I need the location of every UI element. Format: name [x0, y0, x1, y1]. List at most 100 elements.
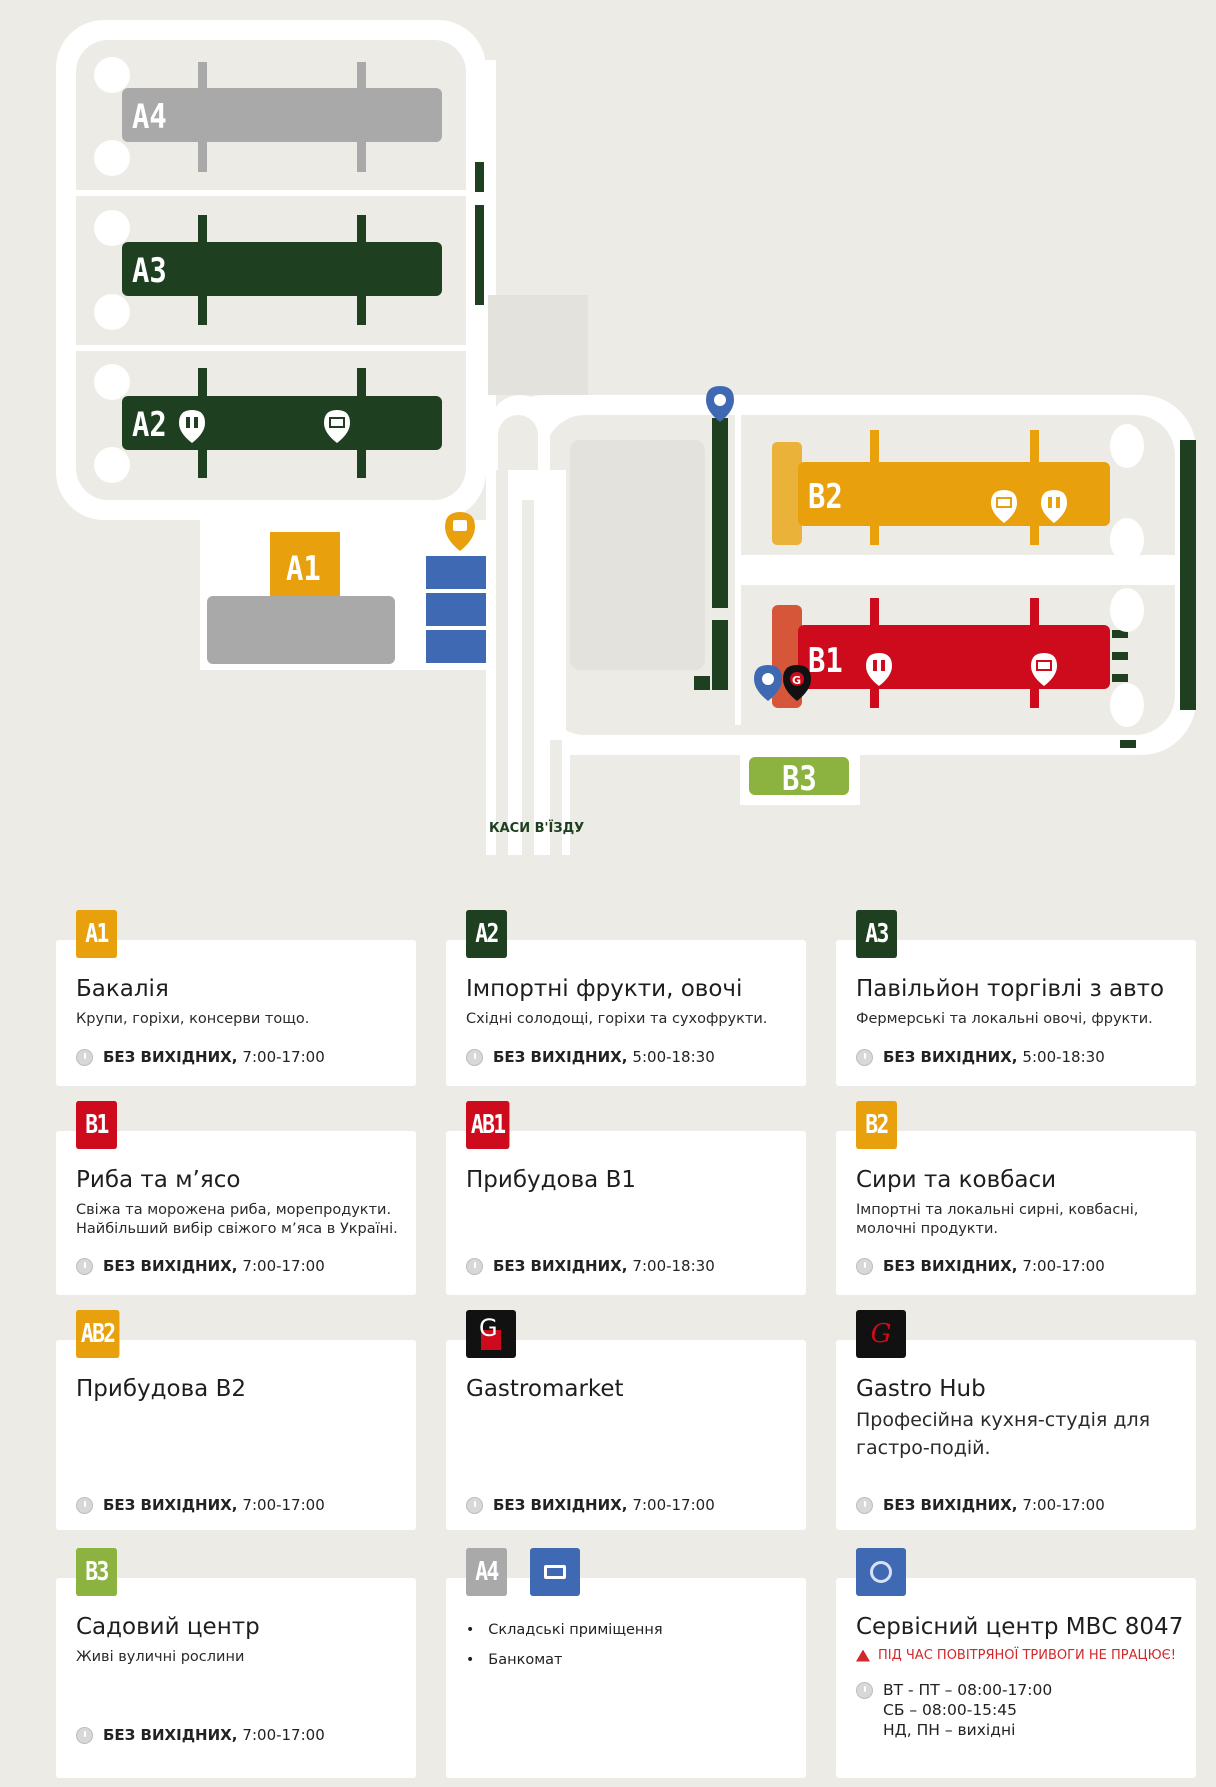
zone-label-B3: B3 — [782, 760, 817, 799]
map-markers: G — [179, 386, 1067, 701]
zone-badge-a3: A3 — [856, 910, 897, 958]
zone-B2 — [772, 424, 1144, 562]
zone-badge-a1: A1 — [76, 910, 117, 958]
zone-label-A2: A2 — [132, 406, 167, 445]
atm-marker-icon-a2[interactable] — [324, 410, 350, 443]
card-description: Професійна кухня-студія для гастро-подій… — [856, 1409, 1151, 1459]
gastro-marker-letter: G — [792, 674, 801, 687]
card-ab1[interactable]: AB1 Прибудова В1 БЕЗ ВИХІДНИХ,7:00-18:30 — [446, 1101, 806, 1295]
card-title: Павільйон торгівлі з авто — [856, 976, 1165, 1002]
restroom-marker-icon-a2[interactable] — [179, 410, 205, 443]
police-service-marker-icon-b1[interactable] — [754, 665, 782, 701]
card-a1[interactable]: A1 Бакалія Крупи, горіхи, консерви тощо.… — [56, 910, 416, 1086]
zone-A4 — [94, 57, 442, 176]
restroom-marker-icon-b1[interactable] — [866, 653, 892, 686]
zone-badge-ab2: AB2 — [76, 1310, 120, 1358]
card-title: Сервісний центр МВС 8047 — [856, 1614, 1184, 1640]
card-ab2[interactable]: AB2 Прибудова В2 БЕЗ ВИХІДНИХ,7:00-17:00 — [56, 1310, 416, 1530]
bus-stop-marker-icon[interactable] — [445, 512, 475, 551]
opening-hours: БЕЗ ВИХІДНИХ,7:00-17:00 — [76, 1048, 325, 1066]
card-service-center[interactable]: Сервісний центр МВС 8047 ПІД ЧАС ПОВІТРЯ… — [836, 1548, 1196, 1778]
zone-badge-b3: B3 — [76, 1548, 117, 1596]
gastromarket-logo-icon: G — [466, 1310, 516, 1358]
entrance-label: КАСИ В'ЇЗДУ — [489, 820, 584, 836]
card-title: Прибудова В2 — [76, 1376, 246, 1402]
list-item: Банкомат — [466, 1652, 663, 1668]
card-b2[interactable]: B2 Сири та ковбаси Імпортні та локальні … — [836, 1101, 1196, 1295]
opening-hours: БЕЗ ВИХІДНИХ,7:00-17:00 — [76, 1726, 325, 1744]
zone-label-A3: A3 — [132, 252, 167, 291]
opening-hours: БЕЗ ВИХІДНИХ,5:00-18:30 — [466, 1048, 715, 1066]
zone-badge-b1: B1 — [76, 1101, 117, 1149]
atm-icon — [530, 1548, 580, 1596]
clock-icon — [856, 1682, 873, 1699]
card-a4[interactable]: A4 Складські приміщення Банкомат — [446, 1548, 806, 1778]
zone-label-A4: A4 — [132, 98, 167, 137]
zone-A1 — [207, 532, 395, 664]
opening-hours: БЕЗ ВИХІДНИХ,7:00-18:30 — [466, 1257, 715, 1275]
card-description: Імпортні та локальні сирні, ковбасні, мо… — [856, 1202, 1139, 1237]
zone-b-block — [490, 395, 1196, 755]
card-gastromarket[interactable]: G Gastromarket БЕЗ ВИХІДНИХ,7:00-17:00 — [446, 1310, 806, 1530]
opening-hours: БЕЗ ВИХІДНИХ,7:00-17:00 — [856, 1257, 1105, 1275]
card-b1[interactable]: B1 Риба та м’ясо Свіжа та морожена риба,… — [56, 1101, 416, 1295]
map-canvas: A4 A3 A2 A1 B2 B1 B3 КАСИ В'ЇЗДУ G — [56, 20, 1196, 855]
clock-icon — [466, 1257, 483, 1275]
card-description: Живі вуличні рослини — [76, 1649, 245, 1665]
opening-hours: БЕЗ ВИХІДНИХ,7:00-17:00 — [856, 1496, 1105, 1514]
atm-marker-icon-b2[interactable] — [991, 490, 1017, 523]
card-title: Бакалія — [76, 976, 169, 1002]
opening-hours: БЕЗ ВИХІДНИХ,7:00-17:00 — [76, 1257, 325, 1275]
opening-hours: БЕЗ ВИХІДНИХ,7:00-17:00 — [76, 1496, 325, 1514]
zone-badge-a4: A4 — [466, 1548, 507, 1596]
gastromarket-logo-letter: G — [479, 1314, 498, 1342]
police-service-icon — [856, 1548, 906, 1596]
card-a3[interactable]: A3 Павільйон торгівлі з авто Фермерські … — [836, 910, 1196, 1086]
card-title: Садовий центр — [76, 1614, 260, 1640]
clock-icon — [466, 1048, 483, 1066]
parking-lots — [475, 162, 1196, 748]
zone-badge-ab1: AB1 — [466, 1101, 510, 1149]
card-description: Фермерські та локальні овочі, фрукти. — [856, 1011, 1153, 1027]
clock-icon — [76, 1257, 93, 1275]
zone-badge-b2: B2 — [856, 1101, 897, 1149]
zone-label-B2: B2 — [808, 478, 843, 517]
clock-icon — [76, 1048, 93, 1066]
service-schedule: ВТ - ПТ – 08:00-17:00 СБ – 08:00-15:45 Н… — [856, 1680, 1052, 1740]
zone-label-B1: B1 — [808, 642, 843, 681]
zone-B3 — [749, 757, 849, 795]
card-title: Gastromarket — [466, 1376, 624, 1402]
zone-badge-a2: A2 — [466, 910, 507, 958]
gastro-hub-logo-icon: G — [856, 1310, 906, 1358]
opening-hours: БЕЗ ВИХІДНИХ,5:00-18:30 — [856, 1048, 1105, 1066]
card-title: Імпортні фрукти, овочі — [466, 976, 743, 1002]
alarm-icon — [856, 1649, 870, 1662]
clock-icon — [76, 1726, 93, 1744]
clock-icon — [856, 1496, 873, 1514]
card-title: Gastro Hub — [856, 1376, 986, 1402]
card-description: Східні солодощі, горіхи та сухофрукти. — [466, 1011, 768, 1027]
clock-icon — [466, 1496, 483, 1514]
zone-label-A1: A1 — [286, 550, 321, 589]
list-item: Складські приміщення — [466, 1622, 662, 1638]
card-title: Прибудова В1 — [466, 1167, 636, 1193]
atm-marker-icon-b1[interactable] — [1031, 653, 1057, 686]
gastro-hub-logo-letter: G — [870, 1319, 892, 1349]
card-title: Сири та ковбаси — [856, 1167, 1057, 1193]
clock-icon — [76, 1496, 93, 1514]
market-map: A4 A3 A2 A1 B2 B1 B3 КАСИ В'ЇЗДУ G — [0, 0, 1216, 870]
restroom-marker-icon-b2[interactable] — [1041, 490, 1067, 523]
air-raid-warning: ПІД ЧАС ПОВІТРЯНОЇ ТРИВОГИ НЕ ПРАЦЮЄ! — [856, 1648, 1176, 1663]
gastromarket-marker-icon[interactable]: G — [783, 665, 811, 701]
card-description: Крупи, горіхи, консерви тощо. — [76, 1011, 310, 1027]
card-b3[interactable]: B3 Садовий центр Живі вуличні рослини БЕ… — [56, 1548, 416, 1778]
police-service-marker-icon[interactable] — [706, 386, 734, 422]
card-gastro-hub[interactable]: G Gastro Hub Професійна кухня-студія для… — [836, 1310, 1196, 1530]
zone-A3 — [94, 210, 442, 330]
card-a2[interactable]: A2 Імпортні фрукти, овочі Східні солодощ… — [446, 910, 806, 1086]
opening-hours: БЕЗ ВИХІДНИХ,7:00-17:00 — [466, 1496, 715, 1514]
clock-icon — [856, 1257, 873, 1275]
card-description: Свіжа та морожена риба, морепродукти. На… — [76, 1202, 398, 1237]
bus-parking — [426, 556, 486, 663]
a4-features-list: Складські приміщення Банкомат — [466, 1622, 663, 1682]
